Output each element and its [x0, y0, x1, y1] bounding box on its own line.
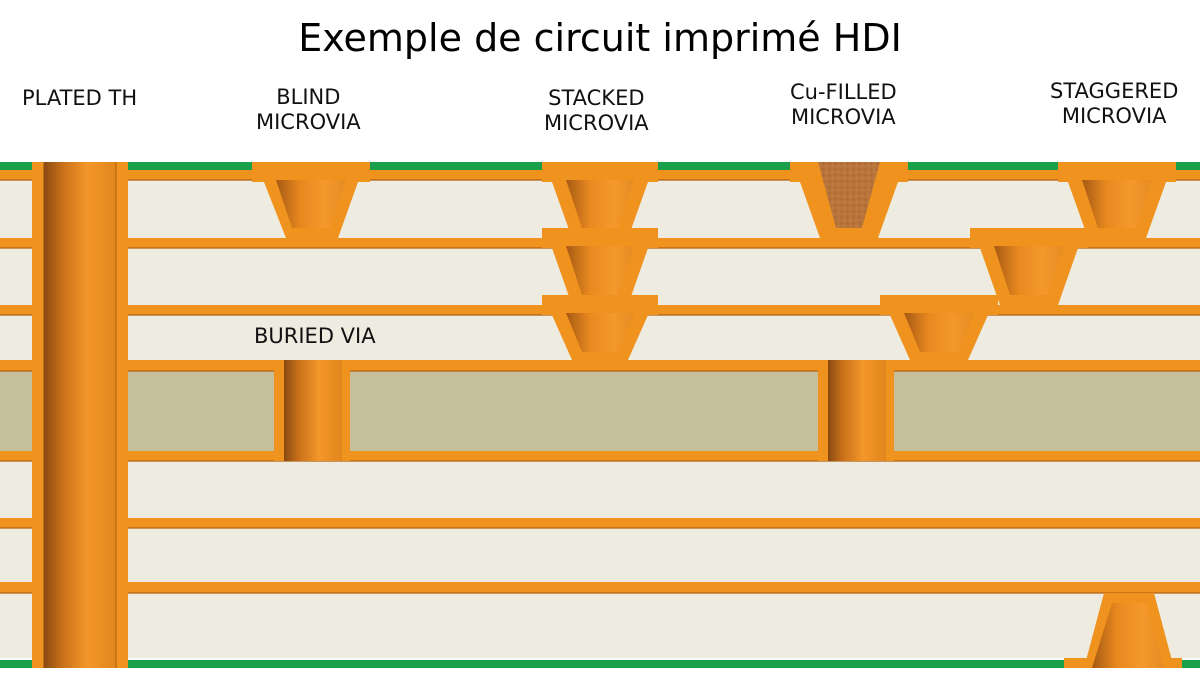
plated-through-hole [32, 162, 128, 668]
label-blind-microvia: BLIND MICROVIA [256, 85, 361, 135]
label-staggered-line-1: STAGGERED [1050, 79, 1179, 103]
copper-plane-4 [0, 360, 1200, 371]
copper-plane-7 [0, 582, 1200, 593]
blind-microvia [252, 162, 370, 238]
label-stacked-line-1: STACKED [548, 86, 645, 110]
buried-via-left [274, 360, 350, 461]
label-staggered-line-2: MICROVIA [1061, 104, 1167, 128]
solder-mask-bottom [0, 660, 1200, 668]
label-buried-line-1: BURIED VIA [254, 324, 376, 348]
buried-via-right [818, 360, 894, 461]
core-layer [0, 371, 1200, 451]
staggered-microvia [880, 162, 1176, 360]
label-blind-line-2: MICROVIA [256, 110, 361, 134]
label-plated-th: PLATED TH [22, 86, 137, 111]
copper-plane-5 [0, 451, 1200, 461]
label-plated-th-line-1: PLATED TH [22, 86, 138, 110]
label-stacked-microvia: STACKED MICROVIA [544, 86, 649, 136]
label-cu-filled-line-1: Cu-FILLED [790, 80, 897, 104]
prepreg-layer-5 [0, 528, 1200, 582]
copper-plane-6 [0, 518, 1200, 528]
label-blind-line-1: BLIND [276, 85, 341, 109]
prepreg-layer-4 [0, 461, 1200, 518]
diagram-title: Exemple de circuit imprimé HDI [298, 16, 902, 60]
prepreg-layer-6 [0, 593, 1200, 658]
stacked-microvia [542, 162, 658, 360]
cu-filled-microvia [790, 162, 908, 238]
bottom-microvia [1064, 593, 1182, 668]
label-cu-filled-microvia: Cu-FILLED MICROVIA [790, 80, 897, 130]
label-cu-filled-line-2: MICROVIA [791, 105, 896, 129]
label-buried-via: BURIED VIA [254, 324, 376, 349]
label-staggered-microvia: STAGGERED MICROVIA [1050, 79, 1178, 129]
label-stacked-line-2: MICROVIA [544, 111, 649, 135]
